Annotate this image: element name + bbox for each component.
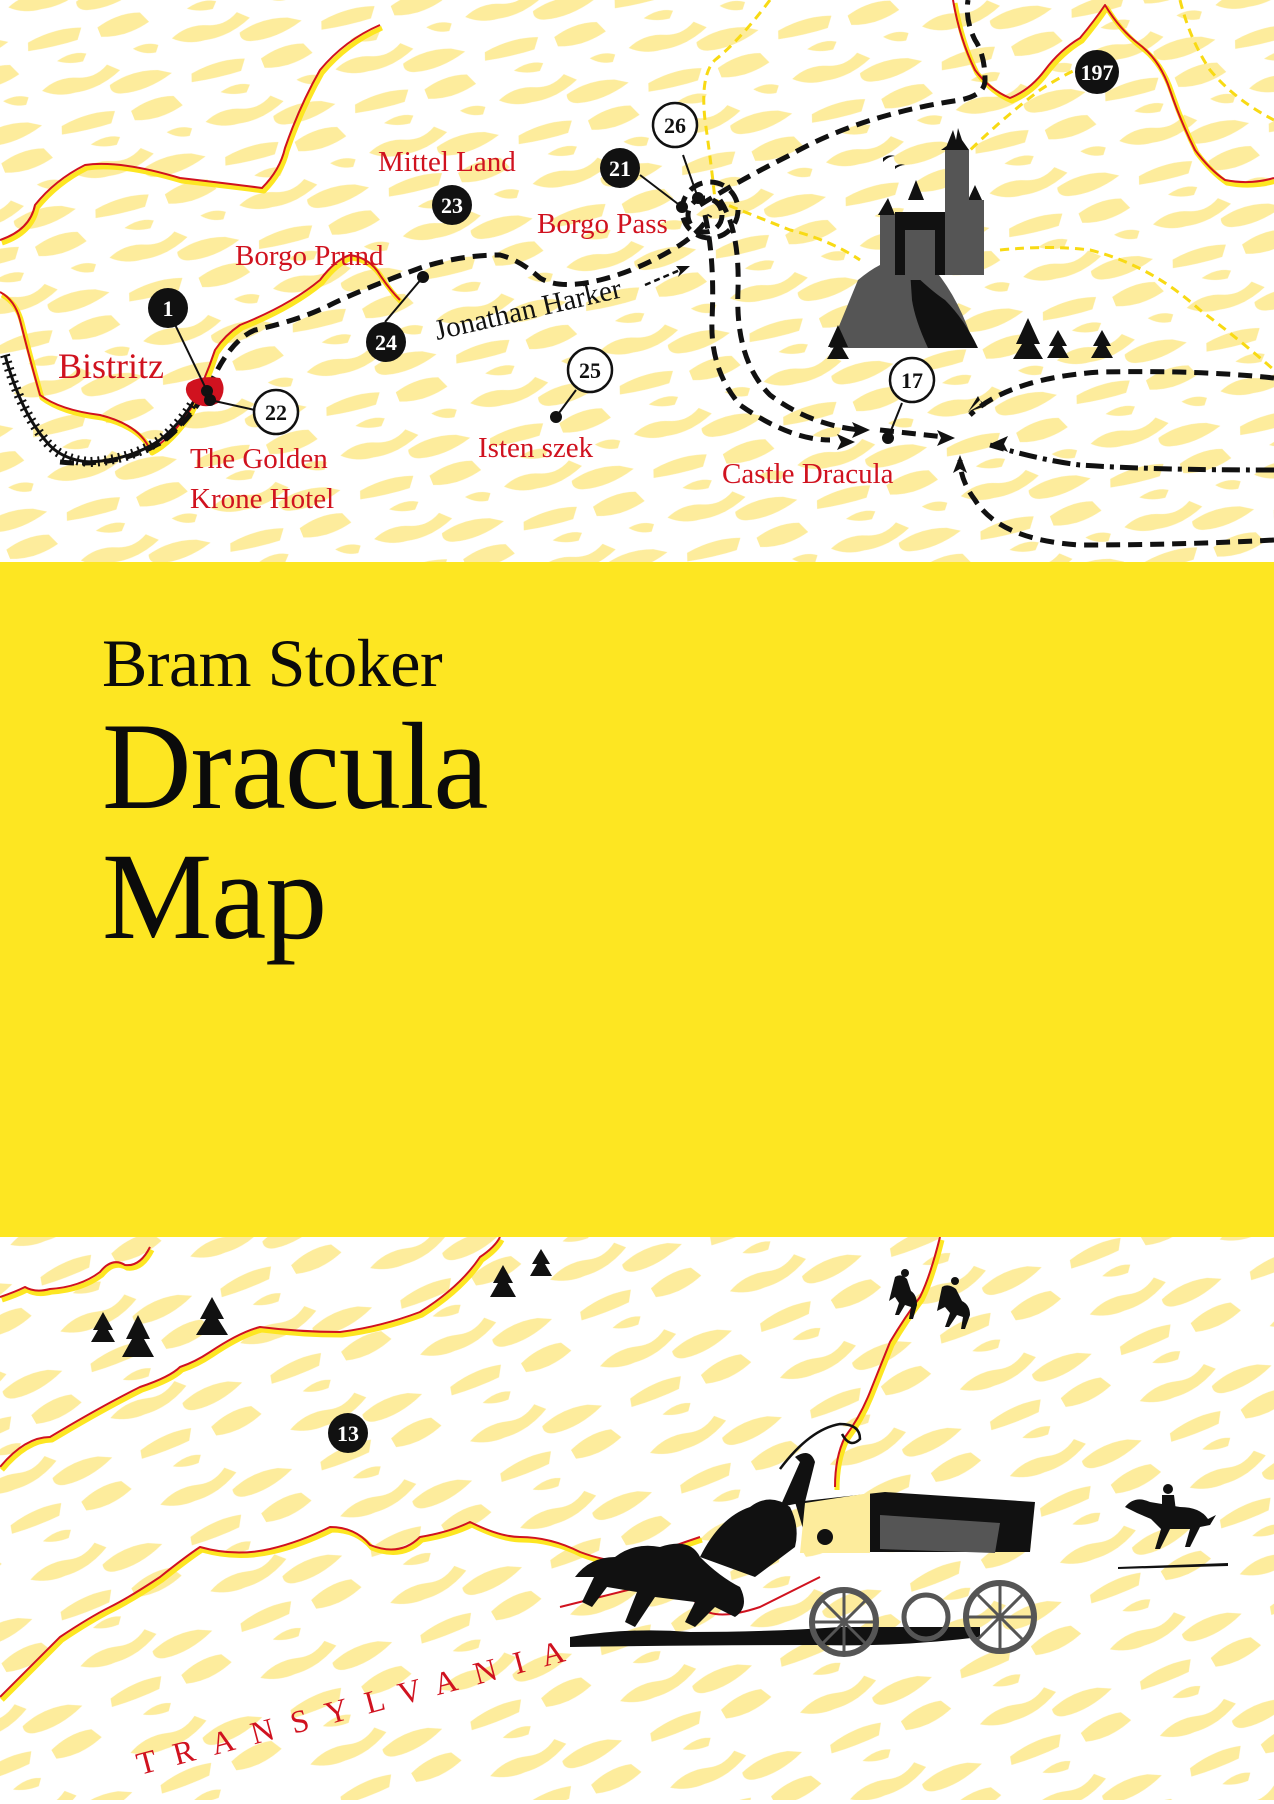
tree-icon	[91, 1312, 115, 1342]
tree-icon	[530, 1249, 552, 1276]
label-castle-dracula: Castle Dracula	[722, 458, 894, 490]
marker-13[interactable]: 13	[328, 1413, 368, 1453]
map-top-section: 1 22 23 24 21 26 25 17 197 Bistritz Borg…	[0, 0, 1274, 562]
tree-icon	[1013, 318, 1043, 359]
label-borgo-pass: Borgo Pass	[537, 208, 668, 240]
terrain-texture	[0, 0, 1274, 562]
arrow-icon	[937, 430, 955, 446]
map-bottom-section: 13 TRANSYLVANIA	[0, 1236, 1274, 1800]
svg-text:197: 197	[1081, 60, 1114, 85]
dash-dot-route	[989, 442, 1274, 473]
marker-24[interactable]: 24	[366, 322, 406, 362]
map-bottom-svg: 13 TRANSYLVANIA	[0, 1236, 1274, 1800]
bats-icon	[883, 155, 905, 169]
marker-25[interactable]: 25	[566, 346, 614, 394]
svg-text:13: 13	[337, 1421, 359, 1446]
harker-route	[59, 0, 1274, 548]
label-golden-krone-line2: Krone Hotel	[190, 483, 334, 515]
book-subtitle: Map	[102, 828, 327, 965]
tree-icon	[490, 1265, 516, 1297]
trees	[91, 1249, 552, 1357]
arrow-icon	[837, 434, 855, 450]
title-block: Bram Stoker Dracula Map	[102, 625, 488, 965]
marker-23[interactable]: 23	[432, 185, 472, 225]
route-arrows	[837, 396, 1008, 473]
border-lines	[0, 1236, 945, 1702]
marker-1[interactable]: 1	[148, 288, 188, 328]
tree-icon	[1091, 330, 1113, 358]
title-band	[0, 562, 1274, 1237]
svg-text:26: 26	[664, 113, 686, 138]
svg-text:22: 22	[265, 400, 287, 425]
svg-text:25: 25	[579, 358, 601, 383]
tree-icon	[1047, 330, 1069, 358]
svg-text:1: 1	[163, 296, 174, 321]
map-top-svg: 1 22 23 24 21 26 25 17 197 Bistritz Borg…	[0, 0, 1274, 562]
svg-text:24: 24	[375, 330, 397, 355]
stagecoach-illustration	[570, 1422, 1037, 1657]
castle-dracula-illustration	[830, 128, 984, 348]
arrow-icon	[953, 455, 967, 473]
label-borgo-prund: Borgo Prund	[235, 240, 384, 272]
arrow-icon	[990, 436, 1008, 452]
marker-197[interactable]: 197	[1075, 50, 1119, 94]
tree-icon	[122, 1315, 154, 1357]
arrow-icon	[852, 422, 870, 438]
svg-text:21: 21	[609, 156, 631, 181]
svg-text:17: 17	[901, 368, 923, 393]
harker-label-arrow	[644, 266, 690, 287]
label-mittel-land: Mittel Land	[378, 146, 516, 178]
label-bistritz: Bistritz	[58, 346, 164, 386]
marker-21[interactable]: 21	[600, 148, 640, 188]
lone-rider-illustration	[1118, 1484, 1228, 1569]
svg-text:23: 23	[441, 193, 463, 218]
marker-22[interactable]: 22	[252, 388, 300, 436]
horse-riders-illustration	[889, 1269, 970, 1329]
label-isten-szek: Isten szek	[478, 432, 594, 464]
terrain-texture	[0, 1237, 1274, 1800]
arrow-icon	[968, 396, 986, 412]
tree-icon	[196, 1297, 228, 1335]
marker-17[interactable]: 17	[888, 356, 936, 404]
marker-26[interactable]: 26	[651, 101, 699, 149]
label-golden-krone-line1: The Golden	[190, 443, 328, 475]
tree-icon	[827, 325, 849, 359]
author-name: Bram Stoker	[102, 625, 443, 701]
book-title: Dracula	[102, 698, 488, 835]
trees	[827, 318, 1113, 359]
